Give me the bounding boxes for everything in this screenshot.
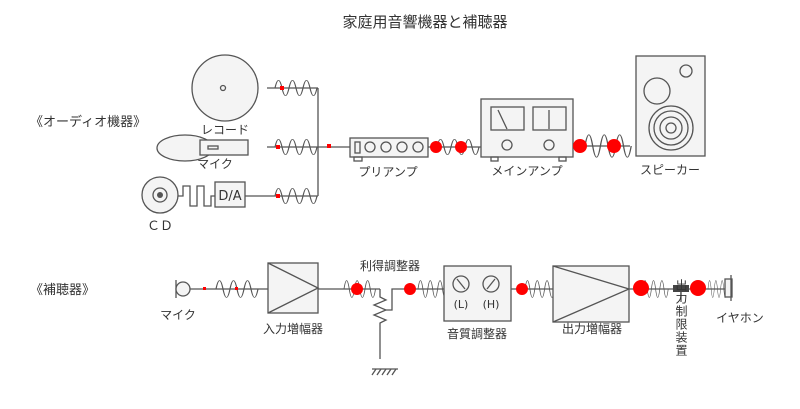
tone-low-label: (L) (454, 298, 469, 311)
da-converter (214, 181, 246, 208)
speaker (635, 55, 706, 157)
tone-control (443, 265, 512, 322)
cd-label: ＣＤ (147, 219, 173, 234)
da-label: D/A (218, 189, 241, 204)
earphone (724, 275, 733, 301)
output-limiter-label: 出力制限装置 (674, 279, 688, 357)
cd-disc (141, 176, 179, 214)
earphone-label: イヤホン (716, 311, 764, 325)
marker-dot (351, 283, 363, 295)
ha-microphone (175, 280, 191, 298)
preamp-label: プリアンプ (358, 165, 417, 179)
microphone (156, 134, 249, 162)
gain-resistor (371, 288, 444, 376)
record-label: レコード (201, 123, 249, 137)
mic-label: マイク (197, 157, 233, 171)
marker-dot (690, 280, 706, 296)
tone-high-label: (H) (483, 298, 500, 311)
marker-dot (455, 141, 467, 153)
marker-dot (327, 144, 331, 148)
marker-dot (573, 139, 587, 153)
diagram-title: 家庭用音響機器と補聴器 (342, 13, 507, 31)
marker-dot (430, 141, 442, 153)
hearing-aid-section-label: 《補聴器》 (30, 283, 95, 298)
preamp (349, 137, 429, 162)
marker-dot (404, 283, 416, 295)
marker-dot (607, 139, 621, 153)
marker-dot (235, 287, 238, 290)
input-amp (267, 262, 320, 314)
output-amp (552, 265, 631, 323)
marker-dot (280, 86, 284, 90)
marker-dot (276, 145, 280, 149)
record-player (191, 54, 259, 122)
main-amp-label: メインアンプ (491, 164, 562, 178)
output-limiter (673, 285, 689, 292)
tone-control-label: 音質調整器 (447, 326, 507, 341)
marker-dot (633, 280, 649, 296)
marker-dot (203, 287, 206, 290)
speaker-label: スピーカー (640, 163, 700, 177)
marker-dot (276, 194, 280, 198)
audio-section-label: 《オーディオ機器》 (30, 114, 146, 130)
digital-signal (178, 185, 215, 207)
marker-dot (516, 283, 528, 295)
gain-control-label: 利得調整器 (360, 258, 420, 273)
input-amp-label: 入力増幅器 (263, 321, 323, 336)
ha-mic-label: マイク (160, 308, 196, 322)
output-amp-label: 出力増幅器 (562, 321, 622, 336)
main-amp (480, 98, 574, 162)
